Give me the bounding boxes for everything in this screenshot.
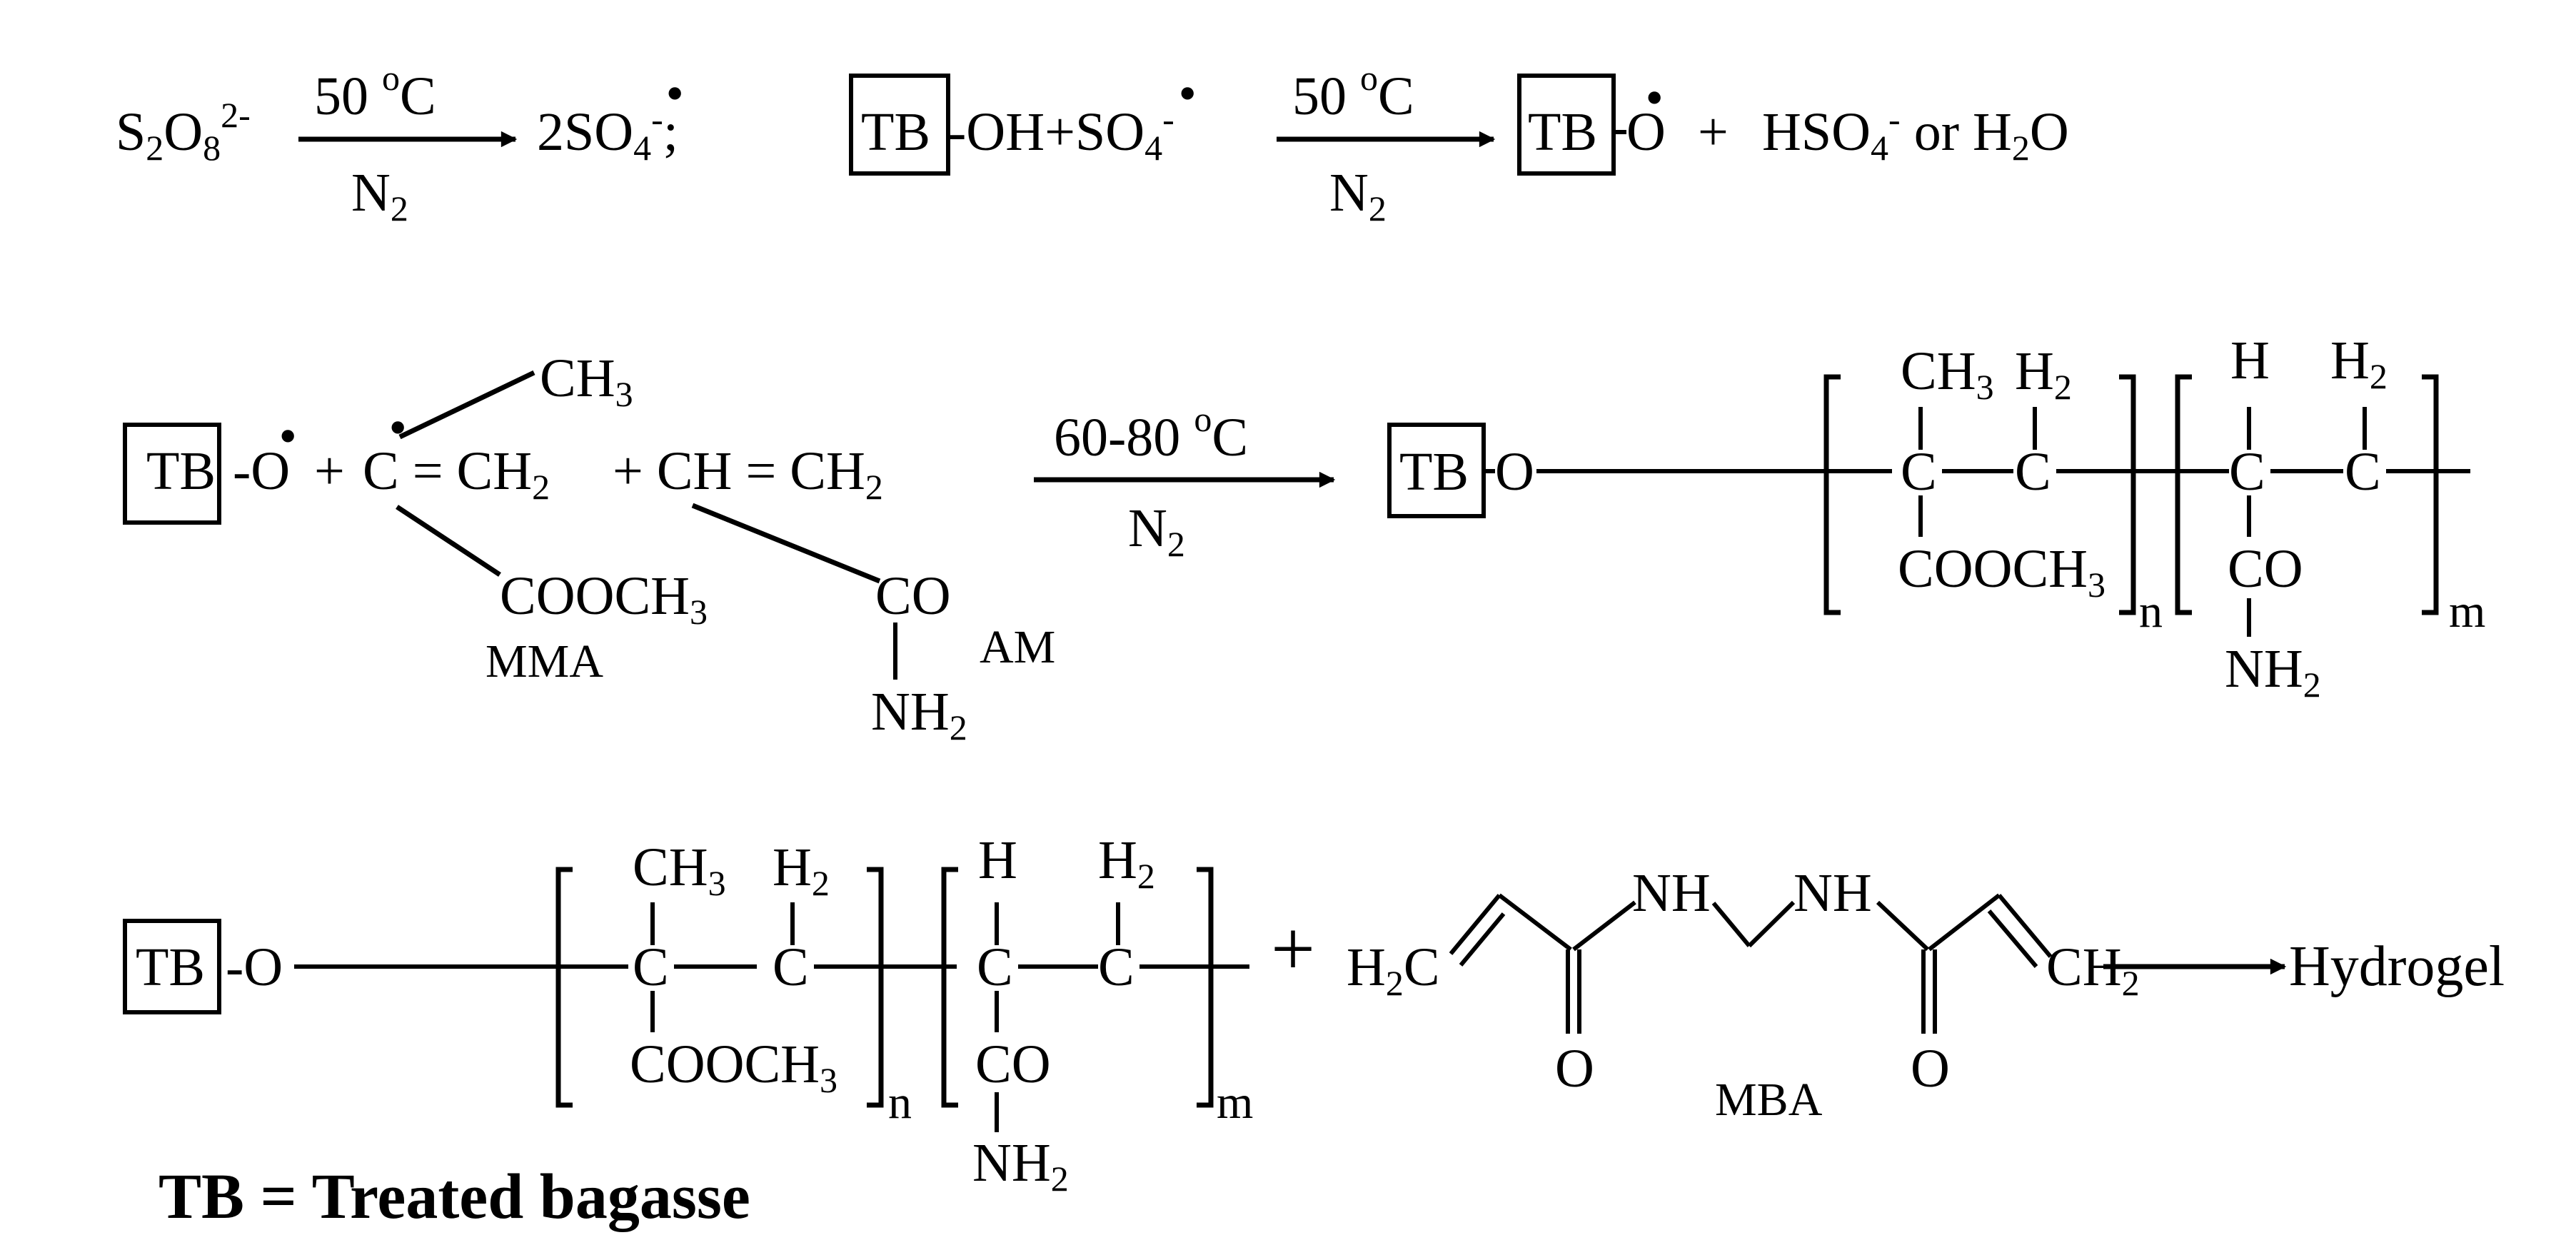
mba-skeleton (1449, 893, 2053, 1034)
arrow-3-atmosphere: N2 (1128, 498, 1185, 564)
abbreviation-legend: TB = Treated bagasse (159, 1161, 750, 1232)
initiation-equation: S2O82- 50 oC N2 2SO4-; • (116, 58, 683, 228)
backbone-carbon: C (2229, 442, 2265, 502)
graft-oxygen: O (1495, 442, 1534, 502)
am-amine: NH2 (871, 682, 967, 747)
ester-substituent: COOCH3 (630, 1034, 837, 1100)
arrow-1-atmosphere: N2 (351, 163, 408, 228)
methyl-substituent: CH3 (1901, 341, 1994, 407)
mba-carbonyl-oxygen-right: O (1911, 1039, 1950, 1099)
backbone-carbon: C (1098, 937, 1134, 997)
repeat-index-n: n (2139, 585, 2163, 637)
persulfate: S2O82- (116, 95, 251, 168)
bracket-right (1197, 867, 1214, 1108)
am-label: AM (980, 621, 1055, 673)
methylene-substituent: H2 (2015, 341, 2072, 407)
am-vinyl-group: + CH = CH2 (613, 441, 883, 507)
mba-carbonyl-oxygen-left: O (1555, 1039, 1594, 1099)
radical-dot-3: • (1646, 72, 1662, 123)
arrow-1-temperature: 50 oC (314, 58, 436, 126)
tb-box-label: TB (146, 441, 216, 501)
repeat-index-n: n (888, 1077, 912, 1129)
repeat-index-m: m (1217, 1077, 1253, 1129)
backbone-carbon: C (2015, 442, 2051, 502)
radical-dot-2: • (1179, 68, 1195, 119)
bond (691, 503, 881, 584)
hydrogel-product: Hydrogel (2289, 935, 2505, 998)
bracket-left (2175, 374, 2192, 615)
tb-box (849, 74, 950, 176)
mba-terminal-methylene-left: H2C (1347, 937, 1440, 1003)
tb-box (123, 919, 221, 1014)
arrow-3-temperature: 60-80 oC (1054, 399, 1248, 468)
mba-label: MBA (1715, 1074, 1823, 1126)
tb-box-label: TB (1399, 442, 1469, 502)
methyl-substituent: CH3 (633, 837, 726, 903)
mba-amide-nh-left: NH (1632, 863, 1711, 923)
byproducts: HSO4- or H2O (1762, 99, 2069, 168)
ester-substituent: COOCH3 (1898, 539, 2105, 605)
mma-ester: COOCH3 (500, 566, 708, 632)
repeat-index-m: m (2449, 585, 2485, 637)
grafting-equation: TB -O • + C = CH2 • CH3 COOCH3 MMA + CH … (123, 331, 2485, 747)
plus-sign: + (1271, 905, 1315, 992)
backbone-carbon: C (633, 937, 669, 997)
methylene-substituent: H2 (2330, 331, 2388, 396)
backbone-carbon: C (1901, 442, 1937, 502)
backbone-carbon: C (977, 937, 1013, 997)
radical-dot-5: • (390, 402, 406, 453)
bracket-right (867, 867, 884, 1108)
radical-dot-4: • (280, 410, 296, 461)
graft-oxygen: -O (226, 937, 283, 997)
bagasse-hydroxyl-reactants: -OH+SO4- (948, 99, 1174, 168)
bracket-right (2119, 374, 2136, 615)
mma-vinyl-group: C = CH2 (363, 441, 550, 507)
amide-amine: NH2 (2225, 639, 2321, 705)
bagasse-oxygen: O (1626, 102, 1666, 162)
arrow-2-atmosphere: N2 (1329, 163, 1387, 228)
plus-sign: + (314, 441, 345, 501)
bracket-left (1823, 374, 1841, 615)
amide-amine: NH2 (972, 1133, 1069, 1199)
plus-sign: + (1698, 102, 1729, 162)
hydrogen-substituent: H (2230, 331, 2270, 390)
bracket-left (555, 867, 573, 1108)
amide-carbonyl: CO (2228, 539, 2303, 599)
radical-dot-1: • (667, 68, 683, 119)
methylene-substituent: H2 (1098, 830, 1155, 896)
methylene-substituent: H2 (773, 837, 830, 903)
tb-box (123, 423, 221, 525)
mma-label: MMA (485, 635, 603, 687)
tb-box-label: TB (861, 102, 930, 162)
hydrogen-substituent: H (978, 830, 1017, 890)
bond (396, 505, 501, 577)
bagasse-activation-equation: TB -OH+SO4- • 50 oC N2 TB O • + HSO4- or… (849, 58, 2069, 228)
tb-box (1517, 74, 1616, 176)
mba-terminal-methylene-right: CH2 (2046, 937, 2140, 1003)
bagasse-radical-oxygen: -O (233, 441, 290, 501)
bracket-right (2422, 374, 2439, 615)
arrow-2-temperature: 50 oC (1292, 58, 1414, 126)
tb-box-label: TB (1528, 102, 1597, 162)
amide-carbonyl: CO (975, 1034, 1051, 1094)
backbone-carbon: C (2345, 442, 2381, 502)
bracket-left (941, 867, 958, 1108)
mba-amide-nh-right: NH (1793, 863, 1872, 923)
mma-methyl: CH3 (540, 348, 633, 414)
crosslinking-equation: TB -O C CH3 COOCH3 C H2 n C H CO NH2 C H… (123, 830, 2505, 1199)
am-carbonyl: CO (875, 566, 951, 626)
tb-box-label: TB (136, 937, 205, 997)
bond (398, 370, 535, 440)
backbone-carbon: C (773, 937, 809, 997)
sulfate-radical-product: 2SO4-; (537, 99, 678, 168)
